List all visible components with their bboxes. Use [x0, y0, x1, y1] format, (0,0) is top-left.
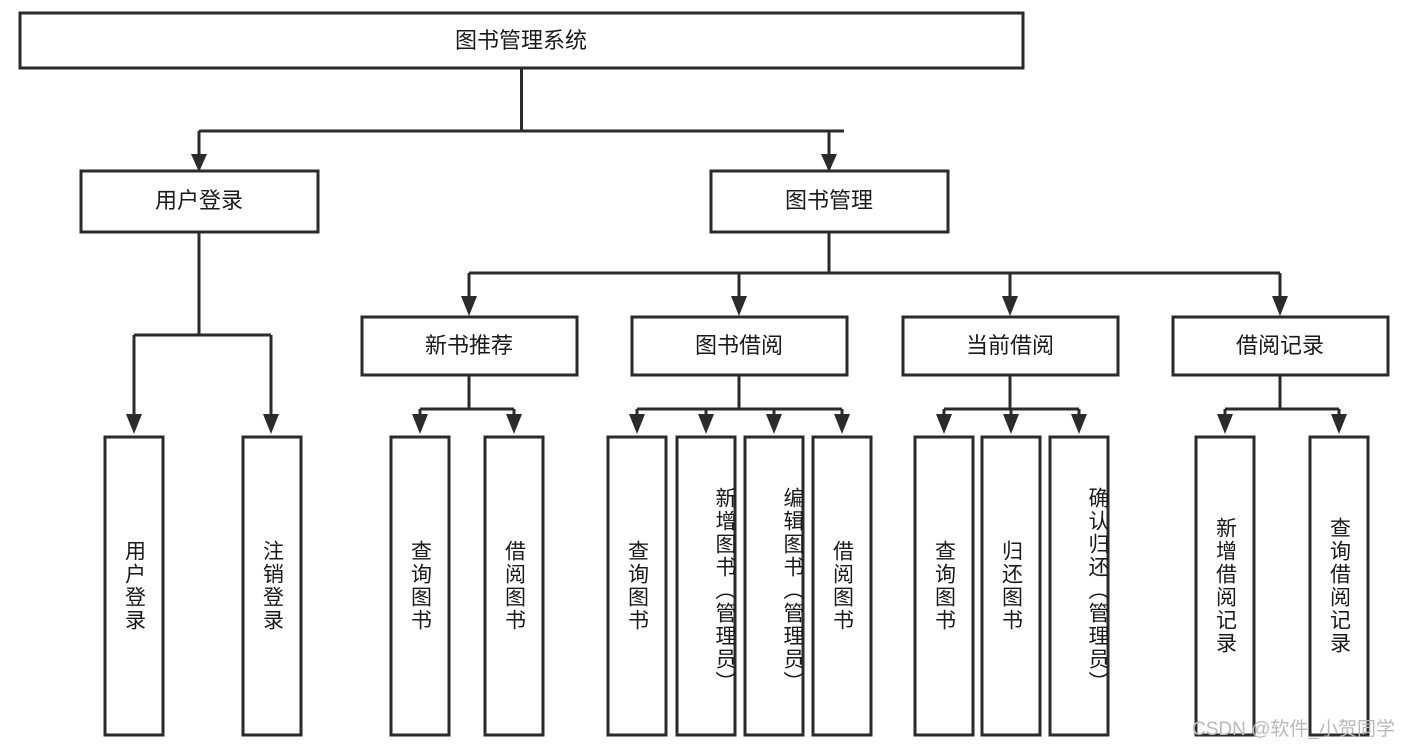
leaf-boxes-group: [103, 435, 1370, 737]
arrowhead-leaf-query-book-1: [412, 414, 428, 434]
node-leaf-query-book-1-box[interactable]: [389, 435, 451, 737]
connector-group-book-management: [461, 232, 1288, 316]
connector-group-borrow-record: [1217, 375, 1347, 434]
arrowhead-current-borrow: [1002, 296, 1018, 316]
arrowhead-leaf-add-record: [1217, 414, 1233, 434]
node-user-login[interactable]: 用户登录: [79, 169, 320, 234]
connector-group-user-login: [126, 232, 279, 434]
connector-group-new-book-recommend: [412, 375, 522, 434]
node-new-book-recommend-box[interactable]: [360, 315, 579, 377]
arrowhead-leaf-user-login: [126, 414, 142, 434]
arrowhead-book-management: [821, 154, 837, 172]
node-root[interactable]: 图书管理系统: [18, 11, 1025, 70]
node-leaf-edit-book-box[interactable]: [743, 435, 805, 737]
node-book-management-label: 图书管理: [785, 188, 873, 213]
arrowhead-leaf-logout-login: [263, 414, 279, 434]
node-leaf-add-book-box[interactable]: [675, 435, 737, 737]
node-user-login-label: 用户登录: [155, 188, 243, 213]
connector-group-root: [191, 68, 844, 172]
node-current-borrow-box[interactable]: [901, 315, 1120, 377]
node-root-label: 图书管理系统: [455, 28, 587, 53]
connector-group-book-borrow: [629, 375, 850, 434]
node-book-borrow-box[interactable]: [630, 315, 849, 377]
node-new-book-recommend[interactable]: 新书推荐: [360, 315, 579, 377]
node-leaf-add-record-box[interactable]: [1194, 435, 1256, 737]
node-leaf-confirm-return-box[interactable]: [1048, 435, 1110, 737]
arrowhead-leaf-query-book-3: [936, 414, 952, 434]
arrowhead-leaf-query-record: [1331, 414, 1347, 434]
arrowhead-leaf-borrow-book-2: [834, 414, 850, 434]
node-book-management[interactable]: 图书管理: [709, 169, 950, 234]
node-borrow-record-box[interactable]: [1171, 315, 1390, 377]
node-leaf-query-book-2-box[interactable]: [606, 435, 668, 737]
node-borrow-record-label: 借阅记录: [1236, 333, 1324, 358]
node-user-login-box[interactable]: [79, 169, 320, 234]
node-leaf-query-record-box[interactable]: [1308, 435, 1370, 737]
node-leaf-logout-login-box[interactable]: [241, 435, 303, 737]
node-leaf-query-book-3-box[interactable]: [913, 435, 975, 737]
arrowhead-leaf-add-book: [698, 414, 714, 434]
arrowhead-borrow-record: [1272, 296, 1288, 316]
node-new-book-recommend-label: 新书推荐: [425, 333, 513, 358]
arrowhead-leaf-edit-book: [766, 414, 782, 434]
node-borrow-record[interactable]: 借阅记录: [1171, 315, 1390, 377]
arrowhead-leaf-confirm-return: [1071, 414, 1087, 434]
node-leaf-return-book-box[interactable]: [980, 435, 1042, 737]
node-current-borrow[interactable]: 当前借阅: [901, 315, 1120, 377]
node-leaf-borrow-book-1-box[interactable]: [483, 435, 545, 737]
node-book-borrow-label: 图书借阅: [695, 333, 783, 358]
connector-group-current-borrow: [936, 375, 1087, 434]
node-book-management-box[interactable]: [709, 169, 950, 234]
csdn-watermark: CSDN @软件_小贺同学: [1192, 719, 1395, 740]
node-leaf-user-login-box[interactable]: [103, 435, 165, 737]
node-root-box[interactable]: [18, 11, 1025, 70]
arrowhead-leaf-borrow-book-1: [506, 414, 522, 434]
node-leaf-borrow-book-2-box[interactable]: [811, 435, 873, 737]
arrowhead-leaf-return-book: [1003, 414, 1019, 434]
arrowhead-leaf-query-book-2: [629, 414, 645, 434]
arrowhead-new-book-recommend: [461, 296, 477, 316]
arrowhead-user-login: [191, 154, 207, 172]
arrowhead-book-borrow: [731, 296, 747, 316]
node-book-borrow[interactable]: 图书借阅: [630, 315, 849, 377]
node-current-borrow-label: 当前借阅: [966, 333, 1054, 358]
